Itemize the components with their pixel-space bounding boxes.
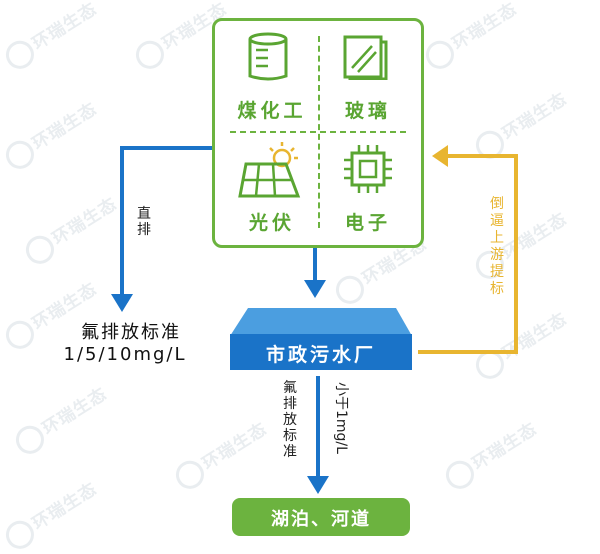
feedback-arrowhead	[432, 145, 448, 167]
feedback-arrow	[418, 154, 518, 354]
destination-label: 湖泊、河道	[271, 509, 371, 530]
direct-discharge-arrowhead	[111, 294, 133, 312]
beaker-icon	[248, 32, 288, 81]
outflow-standard-label: 氟排放标准	[283, 380, 297, 460]
discharge-standard-title: 氟排放标准	[81, 322, 181, 343]
industry-label-photovoltaic: 光伏	[248, 212, 295, 234]
solar-panel-icon	[238, 142, 301, 198]
feedback-label: 倒逼上游提标	[490, 196, 504, 297]
industry-label-electronics: 电子	[344, 212, 391, 234]
outflow-limit-label: 小于1mg/L	[333, 382, 349, 454]
industry-label-glass: 玻璃	[344, 100, 391, 122]
direct-discharge-label: 直排	[137, 206, 151, 238]
industry-label-coal-chemical: 煤化工	[237, 100, 307, 122]
industry-divider-horizontal	[230, 131, 406, 133]
plant-front-face	[230, 334, 412, 370]
plant-top-face	[230, 308, 412, 336]
industry-to-plant-arrowhead	[304, 280, 326, 298]
glass-pane-icon	[343, 35, 388, 80]
municipal-plant-label: 市政污水厂	[265, 344, 376, 366]
chip-icon	[344, 145, 392, 193]
destination-box	[232, 498, 410, 536]
discharge-standard-values: 1/5/10mg/L	[63, 344, 187, 365]
direct-discharge-arrow	[120, 146, 212, 300]
plant-to-lake-arrowhead	[307, 476, 329, 494]
